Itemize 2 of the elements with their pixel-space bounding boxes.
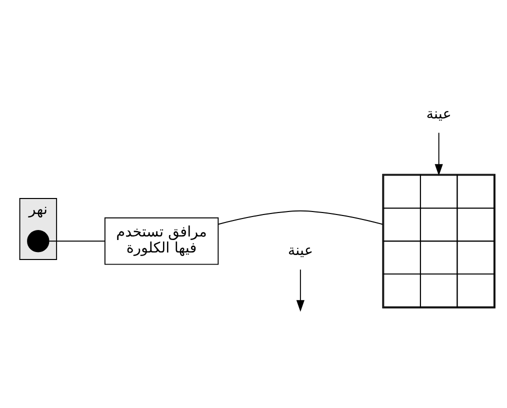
node-text: عينة <box>288 242 314 259</box>
node-text: عينة <box>426 106 452 122</box>
